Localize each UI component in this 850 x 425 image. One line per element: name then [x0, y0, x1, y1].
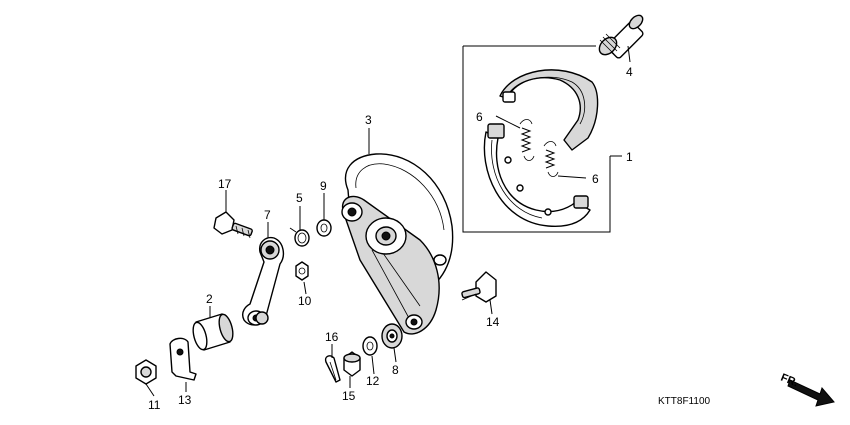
nut-10[interactable]	[295, 261, 309, 281]
leader-lines	[145, 128, 493, 397]
callout-2: 2	[206, 292, 213, 306]
callout-7: 7	[264, 208, 271, 222]
brake-shoe-spring-upper[interactable]	[495, 115, 535, 161]
brake-shoe-set[interactable]	[462, 45, 622, 233]
washer-12[interactable]	[362, 336, 378, 356]
castle-nut[interactable]	[343, 351, 361, 377]
callout-6-upper: 6	[476, 110, 483, 124]
callout-9: 9	[320, 179, 327, 193]
callout-1: 1	[626, 150, 633, 164]
front-direction-arrow	[787, 379, 835, 407]
callout-12: 12	[366, 374, 380, 388]
callout-15: 15	[342, 389, 356, 403]
washer-9[interactable]	[316, 219, 332, 237]
brake-arm[interactable]	[241, 236, 285, 326]
spring-5[interactable]	[289, 227, 310, 247]
bracket-13[interactable]	[169, 337, 197, 381]
callout-17: 17	[218, 177, 232, 191]
brake-cam[interactable]	[596, 13, 645, 63]
callout-13: 13	[178, 393, 192, 407]
callout-3: 3	[365, 113, 372, 127]
brake-shoe-spring-lower[interactable]	[543, 141, 587, 179]
drawing-code: KTT8F1100	[658, 396, 710, 407]
collar[interactable]	[191, 313, 236, 351]
callout-16: 16	[325, 330, 339, 344]
nut-11[interactable]	[135, 359, 157, 385]
callout-8: 8	[392, 363, 399, 377]
callout-6-lower: 6	[592, 172, 599, 186]
bolt-14[interactable]	[461, 271, 497, 303]
brake-panel[interactable]	[341, 153, 454, 335]
callout-4: 4	[626, 65, 633, 79]
seal-8[interactable]	[381, 323, 403, 349]
bolt-17[interactable]	[213, 211, 253, 239]
callout-11: 11	[148, 398, 161, 412]
callout-5: 5	[296, 191, 303, 205]
cotter-pin[interactable]	[324, 355, 341, 383]
callout-14: 14	[486, 315, 500, 329]
callout-10: 10	[298, 294, 312, 308]
